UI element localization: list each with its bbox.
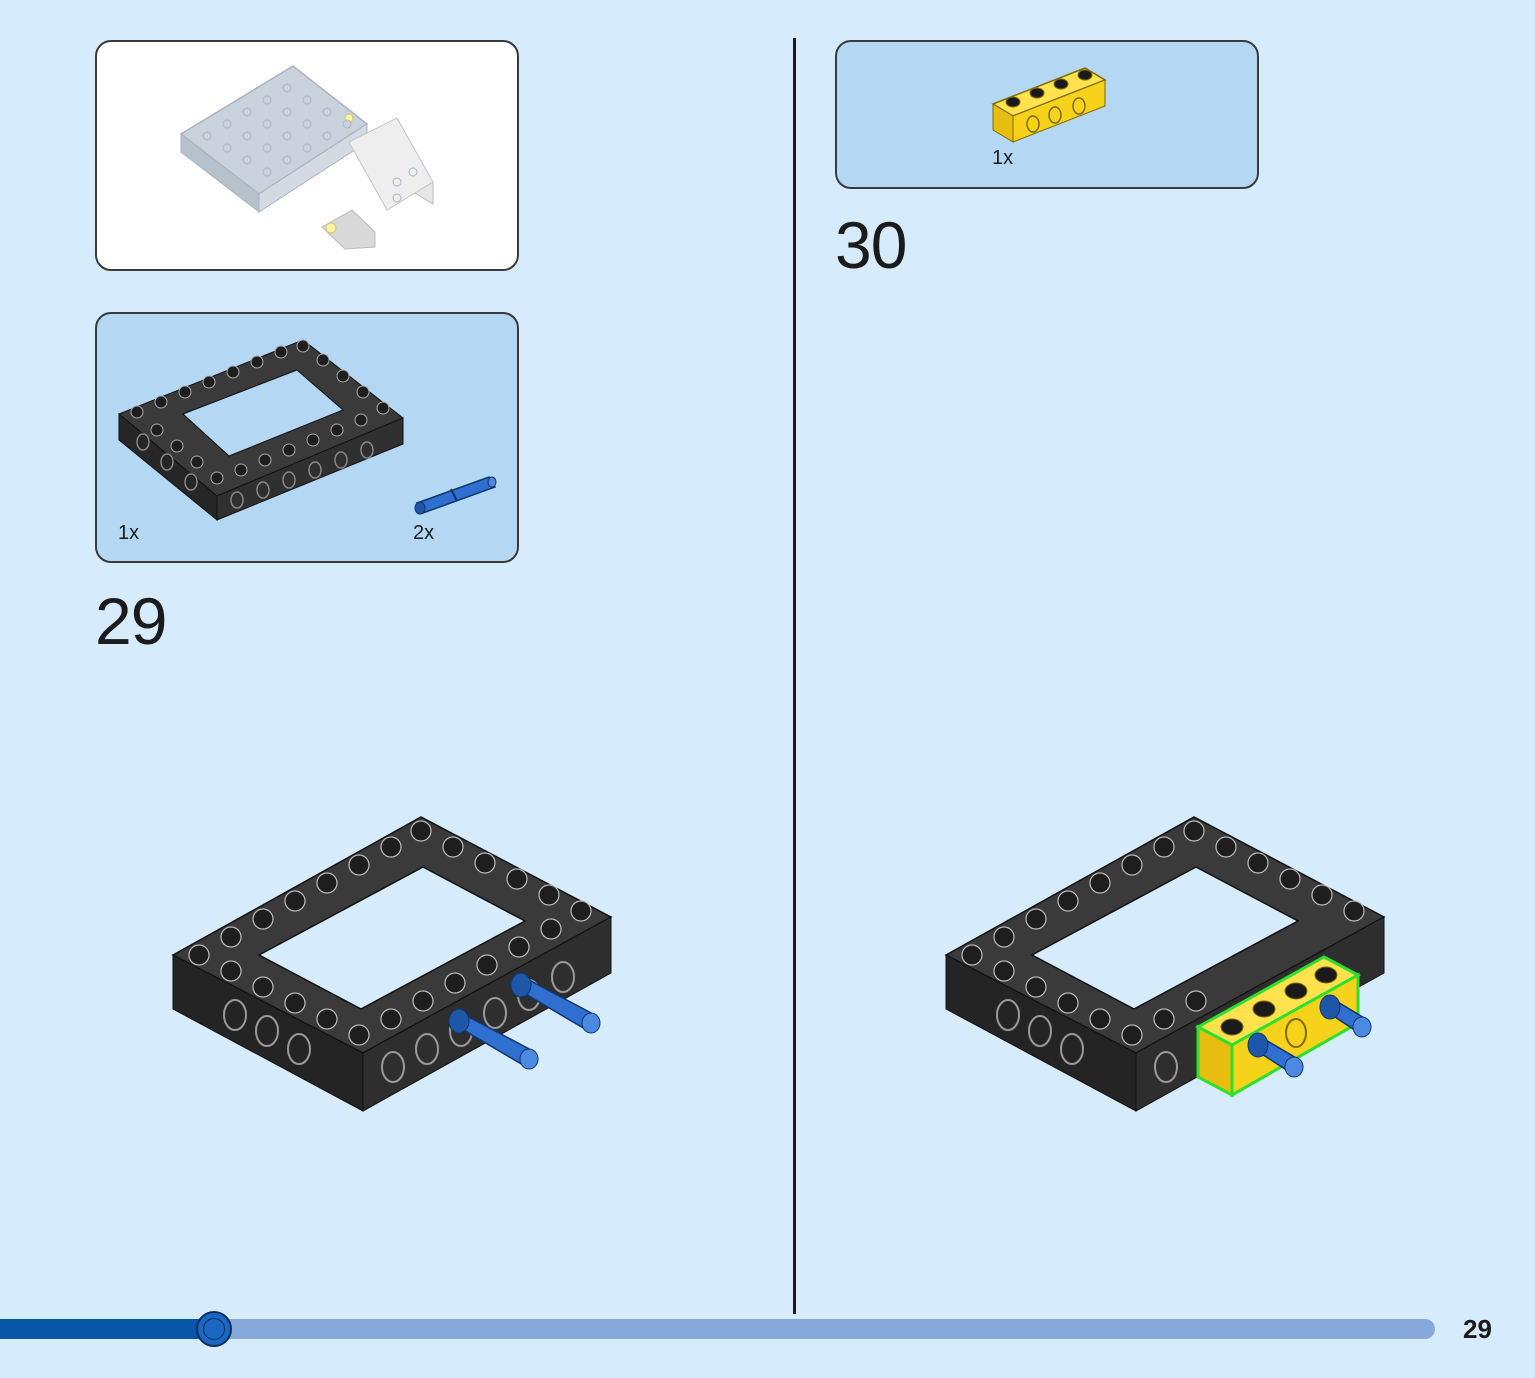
instruction-progress-bar[interactable] [0, 1311, 1435, 1347]
blue-pins-inserted [1247, 994, 1372, 1078]
step-30-assembly-image [944, 816, 1386, 1112]
yellow-technic-brick-part-icon [991, 67, 1107, 143]
gray-plate-submodel-image [179, 65, 434, 250]
blue-pins [448, 972, 601, 1070]
page-number: 29 [1463, 1314, 1492, 1344]
pin-quantity: 2x [413, 522, 435, 544]
progress-knob[interactable] [195, 1311, 232, 1347]
parts-list-step-29: 1x 2x [95, 312, 519, 563]
step-29-assembly-image [171, 816, 613, 1112]
progress-fill [0, 1319, 214, 1339]
yellow-brick-quantity: 1x [992, 147, 1014, 169]
submodel-preview-box [95, 40, 519, 271]
step-number-30: 30 [835, 208, 907, 282]
step-number-29: 29 [95, 584, 167, 658]
parts-list-step-30: 1x [835, 40, 1259, 189]
black-technic-frame-part-icon [118, 339, 404, 522]
blue-pin-part-icon [414, 476, 497, 515]
frame-quantity: 1x [118, 522, 140, 544]
column-divider [793, 38, 796, 1314]
